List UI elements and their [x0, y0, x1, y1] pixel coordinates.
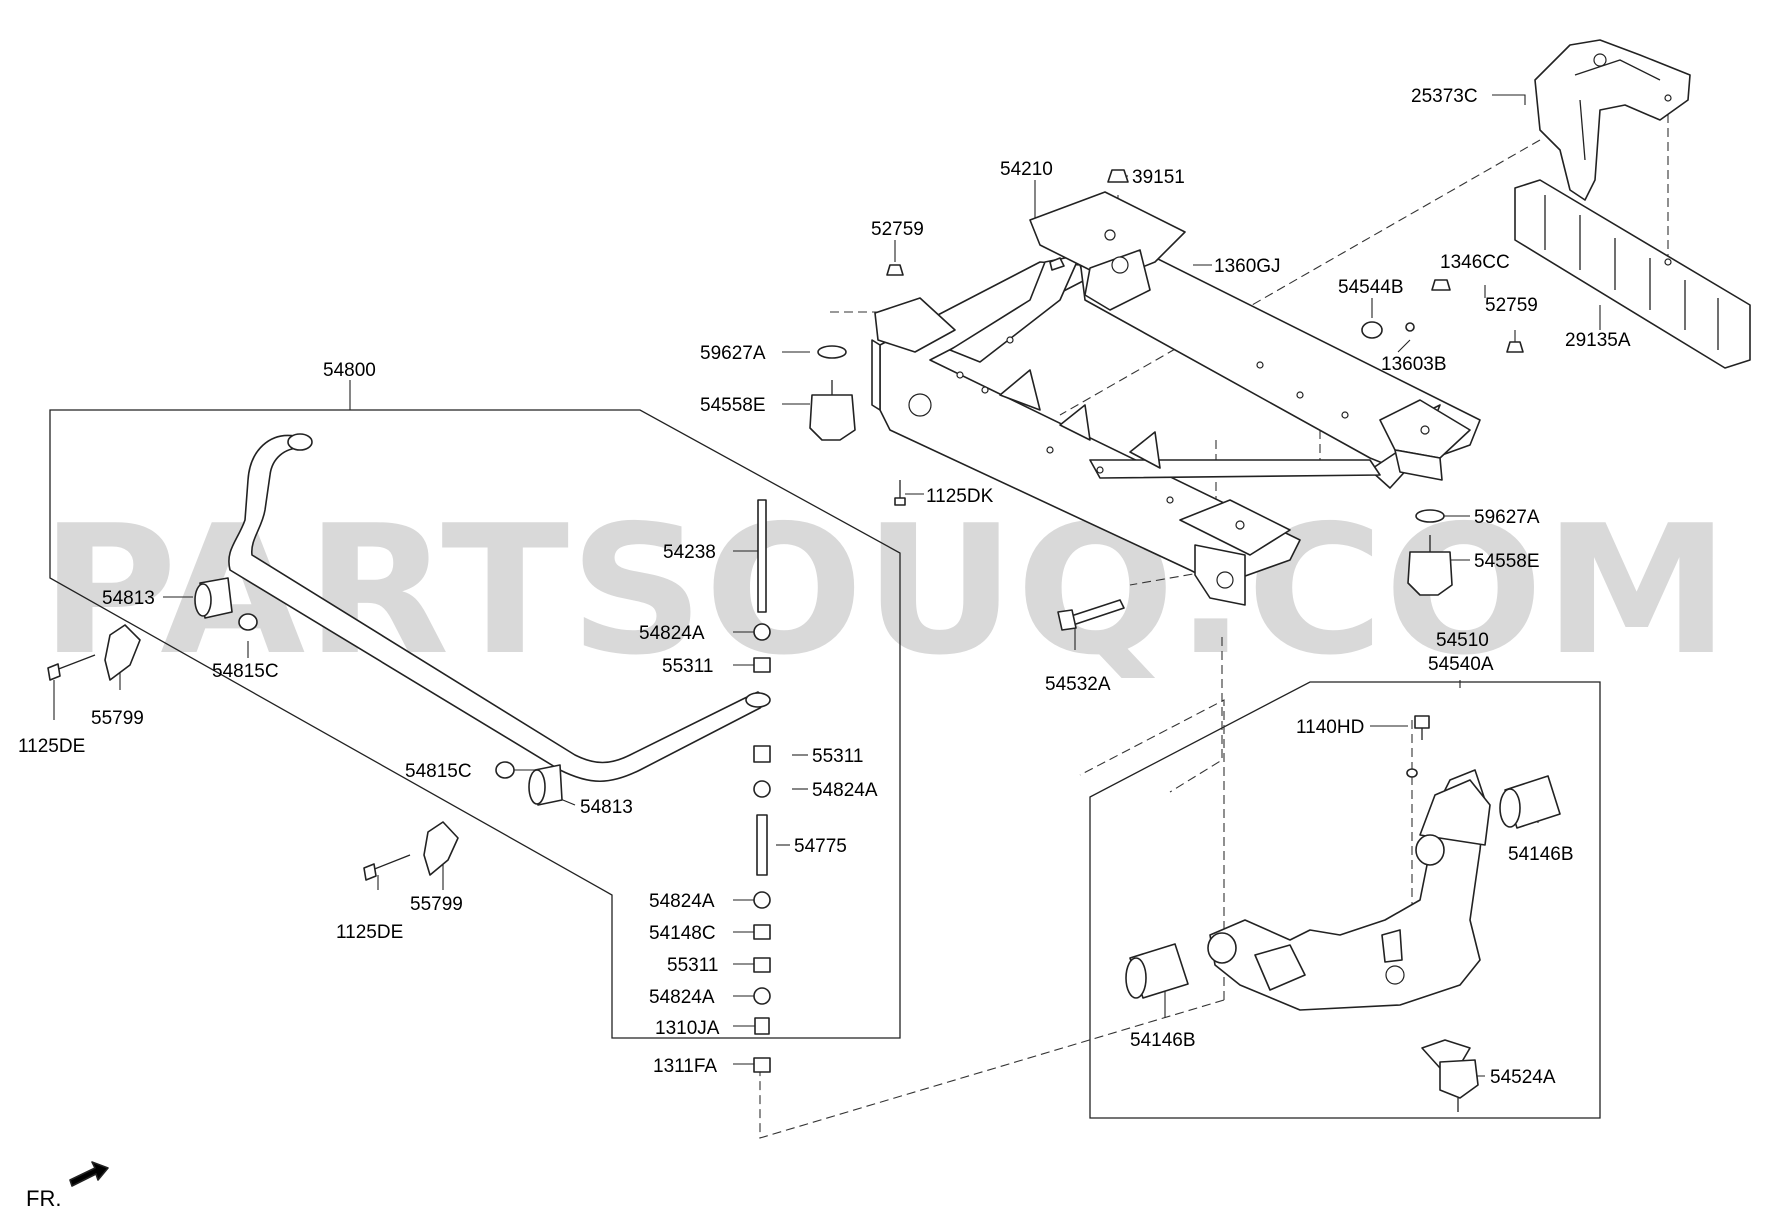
label-54238: 54238: [663, 542, 716, 563]
ball-joint-54524A: [1421, 1039, 1479, 1112]
watermark: PARTSOUQ.COM: [40, 487, 1730, 694]
stabilizer-frame: [49, 409, 901, 1039]
label-59627A-right: 59627A: [1474, 507, 1540, 528]
label-52759-left: 52759: [871, 219, 924, 240]
label-1310JA: 1310JA: [655, 1018, 720, 1039]
bolt-1140HD: [1406, 715, 1430, 778]
label-1125DE-lower: 1125DE: [336, 922, 403, 943]
label-1125DK: 1125DK: [926, 486, 994, 507]
label-54824A-3: 54824A: [649, 891, 715, 912]
label-55311-1: 55311: [662, 656, 713, 677]
label-54558E-left: 54558E: [700, 395, 766, 416]
label-54775: 54775: [794, 836, 847, 857]
stabilizer-link-stack: [753, 499, 771, 1073]
label-1346CC: 1346CC: [1440, 252, 1510, 273]
stabilizer-bar-54800: [47, 433, 771, 881]
heat-shield-25373C: [1534, 39, 1691, 201]
label-54824A-4: 54824A: [649, 987, 715, 1008]
label-54800: 54800: [323, 360, 376, 381]
label-25373C: 25373C: [1411, 86, 1478, 107]
bushings-54146B: [1125, 775, 1561, 999]
label-54510: 54510: [1436, 630, 1489, 651]
label-54824A-2: 54824A: [812, 780, 878, 801]
lower-arm-frame: [1089, 681, 1601, 1119]
label-55799-lower: 55799: [410, 894, 463, 915]
label-29135A: 29135A: [1565, 330, 1631, 351]
label-52759-right: 52759: [1485, 295, 1538, 316]
label-54524A: 54524A: [1490, 1067, 1556, 1088]
label-54540A: 54540A: [1428, 654, 1494, 675]
label-54146B-right: 54146B: [1508, 844, 1574, 865]
label-54813-lower: 54813: [580, 797, 633, 818]
part-labels: 25373C 29135A 54210 39151 1360GJ 52759 1…: [18, 86, 1631, 1211]
label-54210: 54210: [1000, 159, 1053, 180]
label-13603B: 13603B: [1381, 354, 1447, 375]
subframe-54210: [871, 191, 1481, 606]
label-39151: 39151: [1132, 167, 1185, 188]
label-54815C-lower: 54815C: [405, 761, 472, 782]
label-1140HD: 1140HD: [1296, 717, 1364, 738]
label-55311-3: 55311: [667, 955, 718, 976]
label-front-direction: FR.: [26, 1186, 61, 1211]
lower-arm-54510: [1207, 769, 1491, 1011]
label-55311-2: 55311: [812, 746, 863, 767]
fasteners-subframe: [809, 169, 1524, 631]
label-55799-upper: 55799: [91, 708, 144, 729]
label-54148C: 54148C: [649, 923, 716, 944]
label-1125DE-upper: 1125DE: [18, 736, 85, 757]
label-1360GJ: 1360GJ: [1214, 256, 1281, 277]
front-direction-arrow: [69, 1161, 109, 1187]
under-cover-29135A: [1514, 179, 1751, 369]
label-1311FA: 1311FA: [653, 1056, 717, 1077]
label-54824A-1: 54824A: [639, 623, 705, 644]
label-54558E-right: 54558E: [1474, 551, 1540, 572]
label-54146B-left: 54146B: [1130, 1030, 1196, 1051]
label-59627A-left: 59627A: [700, 343, 766, 364]
label-54815C-upper: 54815C: [212, 661, 279, 682]
label-54544B: 54544B: [1338, 277, 1404, 298]
label-54532A: 54532A: [1045, 674, 1111, 695]
label-54813-upper: 54813: [102, 588, 155, 609]
